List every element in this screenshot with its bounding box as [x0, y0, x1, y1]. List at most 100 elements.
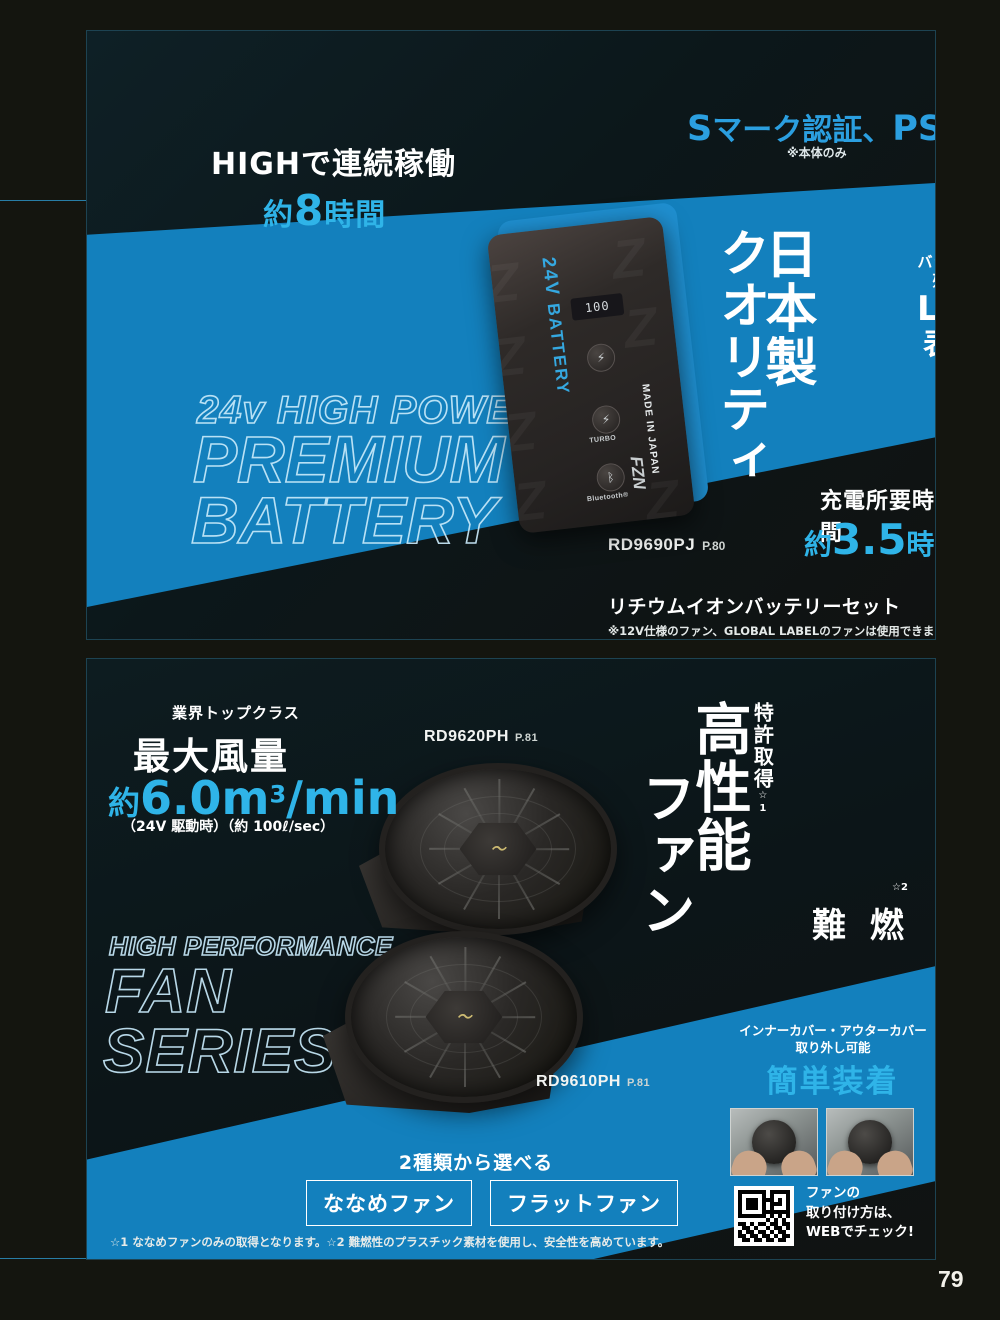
bolt-icon[interactable]: ⚡ [590, 404, 622, 436]
airflow-eyebrow: 業界トップクラス [172, 704, 300, 722]
qr-cell [754, 1202, 758, 1206]
qr-cell [738, 1214, 742, 1218]
airflow-subnote: （24V 駆動時）（約 100ℓ/sec） [122, 819, 335, 835]
vertical-text-fan: ファン [632, 770, 696, 938]
turbo-button-label: TURBO [589, 434, 617, 445]
qr-cell [750, 1230, 754, 1234]
qr-code[interactable] [734, 1186, 794, 1246]
page-number: 79 [938, 1266, 964, 1292]
bluetooth-button-label: Bluetooth® [586, 491, 630, 504]
qr-cell [754, 1206, 758, 1210]
qr-cell [782, 1230, 786, 1234]
fan-model-top-text: RD9620PH [424, 728, 509, 745]
fan-housing: 〜 [379, 763, 617, 935]
qr-cell [750, 1198, 754, 1202]
qr-cell [742, 1214, 746, 1218]
battery-product-image: Z Z Z Z Z Z Z 24V BATTERY 100 ⚡ ⚡ TURBO … [486, 201, 710, 541]
qr-cell [770, 1230, 774, 1234]
airflow-exponent: 3 [269, 780, 287, 809]
led-line2: 残量の [895, 272, 935, 291]
patent-star: ☆1 [757, 790, 769, 816]
qr-cell [782, 1222, 786, 1226]
web-cta-line2: 取り付け方は、 [806, 1204, 901, 1221]
bluetooth-icon[interactable]: ᛒ [595, 461, 627, 493]
qr-cell [786, 1202, 790, 1206]
qr-cell [750, 1202, 754, 1206]
battery-caption: リチウムイオンバッテリーセット [608, 596, 901, 618]
runtime-prefix: 約 [263, 198, 294, 233]
fan-product-image-top: 〜 [353, 763, 617, 963]
qr-cell [778, 1198, 782, 1202]
install-photo-1 [730, 1108, 818, 1176]
qr-cell [774, 1234, 778, 1238]
footnote-text: ☆1 ななめファンのみの取得となります。☆2 難燃性のプラスチック素材を使用し、… [110, 1235, 670, 1249]
qr-cell [754, 1198, 758, 1202]
qr-cell [786, 1194, 790, 1198]
qr-cell [770, 1210, 774, 1214]
qr-cell [774, 1202, 778, 1206]
fan-model-bottom-page: P.81 [626, 1077, 651, 1089]
certification-heading: Sマーク認証、PSE適合 [687, 105, 935, 149]
battery-display-type-line1: 24v HIGH POWER [196, 389, 543, 432]
led-line3: LED [895, 290, 935, 328]
certification-text: マーク認証、 [712, 113, 893, 148]
qr-cell [782, 1234, 786, 1238]
qr-cell [738, 1210, 742, 1214]
fan-model-top-page: P.81 [514, 732, 539, 744]
qr-cell [782, 1238, 786, 1242]
qr-cell [778, 1214, 782, 1218]
patent-label: 特許取得 [750, 702, 775, 790]
battery-voltage-label: 24V [537, 255, 563, 298]
choose-type-label: 2種類から選べる [398, 1152, 554, 1174]
qr-cell [758, 1230, 762, 1234]
fan-type-option-slant[interactable]: ななめファン [306, 1180, 472, 1226]
qr-cell [738, 1198, 742, 1202]
airflow-heading: 最大風量 [133, 735, 289, 778]
pattern-zigzag: Z [489, 325, 525, 390]
airflow-per: /min [286, 771, 400, 825]
fan-product-image-bottom: 〜 [319, 931, 583, 1141]
qr-cell [762, 1230, 766, 1234]
qr-cell [746, 1226, 750, 1230]
qr-cell [762, 1210, 766, 1214]
left-edge-rule-bottom [0, 1258, 86, 1259]
battery-charge-display: 100 [570, 292, 625, 321]
fan-display-type-line2: FAN [104, 957, 232, 1026]
qr-cell [746, 1198, 750, 1202]
flame-resistant-star: ☆2 [892, 882, 908, 893]
fan-model-bottom-text: RD9610PH [536, 1073, 621, 1090]
led-line4: 表示 [895, 328, 935, 361]
qr-cell [774, 1190, 778, 1194]
qr-cell [738, 1222, 742, 1226]
battery-feature-panel: 24v HIGH POWER PREMIUM BATTERY HIGHで連続稼働… [86, 30, 936, 640]
qr-cell [754, 1234, 758, 1238]
qr-cell [786, 1238, 790, 1242]
qr-cell [758, 1214, 762, 1218]
web-cta-text: ファンの 取り付け方は、 WEBでチェック! [806, 1184, 914, 1243]
fan-display-type-line1: HIGH PERFORMANCE [108, 931, 393, 961]
qr-cell [762, 1222, 766, 1226]
pattern-zigzag: Z [621, 296, 657, 361]
qr-cell [738, 1190, 742, 1194]
charge-time-label: 充電所要時間 [820, 489, 936, 546]
power-icon[interactable]: ⚡ [585, 342, 617, 374]
airflow-unit: m [221, 771, 270, 825]
qr-cell [766, 1210, 770, 1214]
qr-cell [762, 1214, 766, 1218]
airflow-prefix: 約 [108, 784, 141, 822]
fan-housing: 〜 [345, 931, 583, 1103]
qr-cell [782, 1210, 786, 1214]
charge-unit: 時間 [906, 528, 935, 561]
qr-cell [754, 1190, 758, 1194]
easy-mount-heading: 簡単装着 [766, 1064, 899, 1100]
qr-cell [738, 1202, 742, 1206]
battery-charge-value: 100 [584, 298, 611, 316]
fzn-brand-logo: FZN [626, 455, 650, 491]
qr-cell [742, 1190, 746, 1194]
qr-cell [762, 1234, 766, 1238]
qr-cell [786, 1226, 790, 1230]
fan-type-option-flat[interactable]: フラットファン [490, 1180, 678, 1226]
qr-cell [770, 1194, 774, 1198]
qr-cell [786, 1222, 790, 1226]
qr-cell [774, 1210, 778, 1214]
